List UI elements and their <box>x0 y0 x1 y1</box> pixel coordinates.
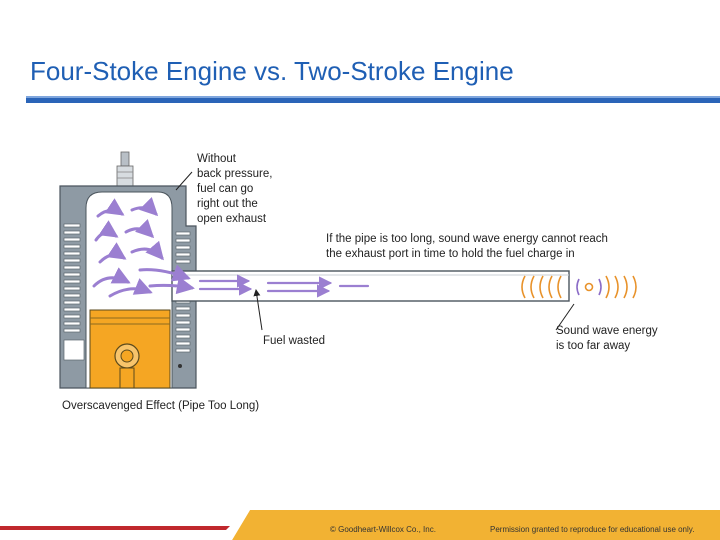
fuel-flow-arrows <box>92 197 195 298</box>
callout-lines <box>175 171 575 331</box>
slide-title: Four-Stoke Engine vs. Two-Stroke Engine <box>30 56 514 86</box>
sound-wave-icon <box>521 275 637 299</box>
piston <box>89 309 171 389</box>
label-fuel-wasted: Fuel wasted <box>263 335 325 347</box>
exhaust-pipe <box>171 270 570 302</box>
footer-bar <box>0 510 720 540</box>
label-pipe-too-long: If the pipe is too long, sound wave ener… <box>326 233 611 260</box>
label-sound-wave: Sound wave energy is too far away <box>556 325 661 352</box>
footer-permission: Permission granted to reproduce for educ… <box>490 525 695 534</box>
pipe-flow-arrows <box>198 274 370 298</box>
label-without-back-pressure: Without back pressure, fuel can go right… <box>197 153 276 225</box>
footer-copyright: © Goodheart-Willcox Co., Inc. <box>330 525 436 534</box>
diagram-caption: Overscavenged Effect (Pipe Too Long) <box>62 400 259 412</box>
title-rule <box>26 96 720 103</box>
